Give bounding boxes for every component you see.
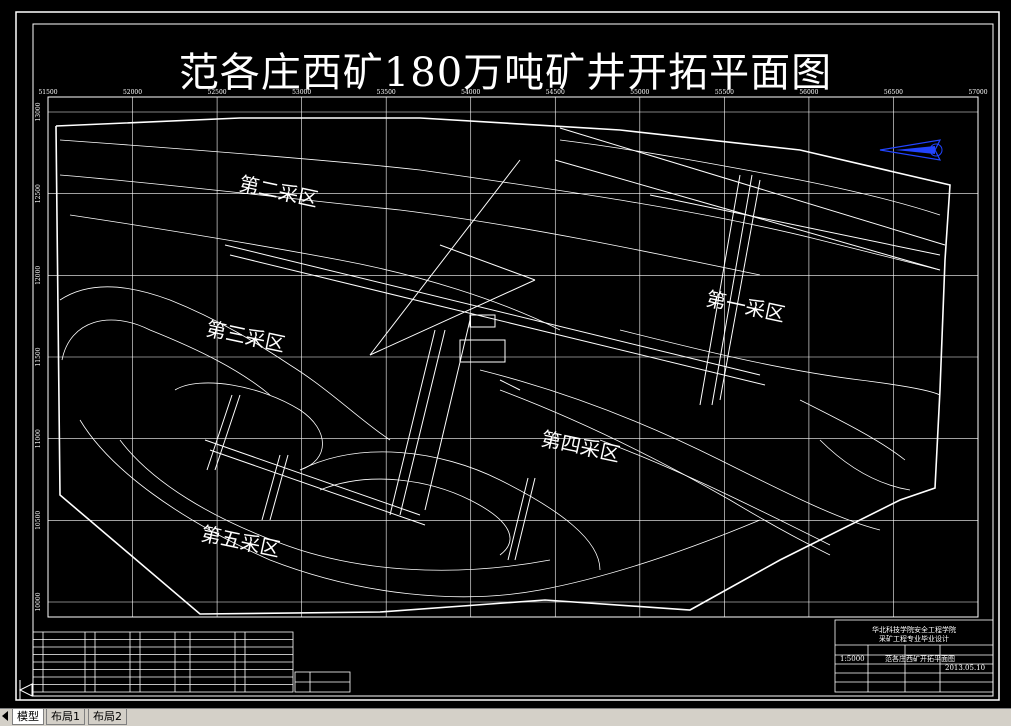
grid-x-label: 54000 [461, 89, 480, 96]
grid-y-label: 12500 [35, 184, 42, 203]
grid-x-label: 56500 [884, 89, 903, 96]
grid-x-label: 56000 [799, 89, 818, 96]
title-block-text: 华北科技学院安全工程学院 采矿工程专业毕业设计 范各庄西矿开拓平面图 1:500… [840, 625, 985, 672]
zone-label-2: 第二采区 [237, 171, 320, 211]
inner-border [32, 23, 994, 697]
grid-x-label: 53000 [292, 89, 311, 96]
ucs-icon [18, 680, 33, 700]
grid-x-label: 57000 [968, 89, 987, 96]
grid-y-label: 10000 [35, 592, 42, 611]
zone-label-3: 第三采区 [204, 316, 287, 356]
tab-prev-icon[interactable] [2, 711, 8, 721]
main-roadways [204, 127, 946, 561]
layout-tab-bar: 模型 布局1 布局2 [0, 708, 1011, 726]
zone-label-5: 第五采区 [199, 521, 282, 561]
outer-border [15, 11, 1000, 701]
grid-y-label: 10500 [35, 511, 42, 530]
grid-x-label: 55000 [630, 89, 649, 96]
legend-table [32, 631, 294, 693]
grid-y-label: 13000 [35, 102, 42, 121]
grid-y-label: 11000 [35, 429, 42, 448]
tab-layout2[interactable]: 布局2 [88, 709, 127, 725]
title-block [834, 619, 994, 693]
tab-layout1[interactable]: 布局1 [46, 709, 85, 725]
grid-x-label: 52000 [123, 89, 142, 96]
grid-x-labels: 51500 52000 52500 53000 53500 54000 54500 55000… [38, 89, 987, 96]
drawing-svg: 51500 52000 52500 53000 53500 54000 54500 55000… [15, 11, 1000, 701]
contour-lines [59, 139, 941, 598]
grid-x-label: 53500 [377, 89, 396, 96]
grid-x-label: 51500 [38, 89, 57, 96]
tb-scale: 1:5000 [840, 655, 865, 663]
small-table [294, 671, 351, 693]
zone-label-1: 第一采区 [704, 286, 787, 326]
mining-zone-labels: 第二采区 第一采区 第三采区 第四采区 第五采区 [199, 171, 787, 561]
tb-drawing-name: 范各庄西矿开拓平面图 [885, 654, 955, 663]
tb-project: 采矿工程专业毕业设计 [879, 634, 949, 643]
grid-x-label: 52500 [208, 89, 227, 96]
north-arrow-icon [879, 139, 943, 161]
tb-date: 2013.05.10 [945, 664, 985, 672]
grid-x-label: 55500 [715, 89, 734, 96]
drawing-title: 范各庄西矿180万吨矿井开拓平面图 [178, 50, 833, 96]
coordinate-grid [48, 97, 978, 617]
grid-y-labels: 13000 12500 12000 11500 11000 10500 10000 [35, 102, 42, 611]
grid-y-label: 12000 [35, 266, 42, 285]
minefield-boundary [55, 117, 951, 615]
tb-school: 华北科技学院安全工程学院 [872, 625, 956, 634]
grid-y-label: 11500 [35, 347, 42, 366]
zone-label-4: 第四采区 [539, 426, 622, 466]
tab-model[interactable]: 模型 [12, 709, 44, 725]
cad-drawing-canvas[interactable]: 51500 52000 52500 53000 53500 54000 54500 55000… [0, 0, 1011, 708]
grid-x-label: 54500 [546, 89, 565, 96]
